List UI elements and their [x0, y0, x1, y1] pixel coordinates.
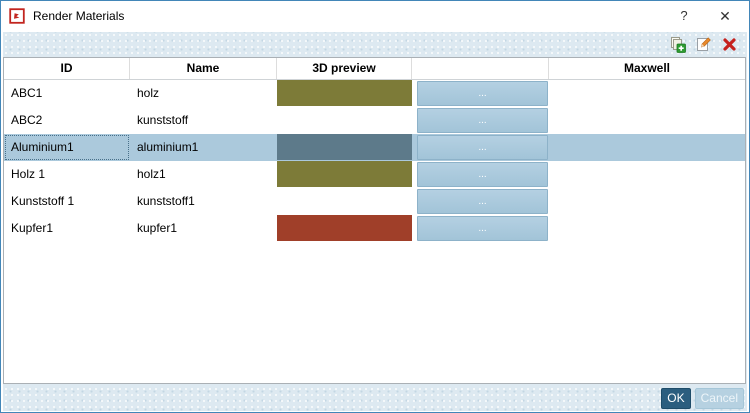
row-name-cell[interactable]: kunststoff1 — [137, 194, 195, 208]
row-name-cell[interactable]: holz — [137, 86, 160, 100]
ok-button[interactable]: OK — [661, 387, 691, 409]
row-maxwell-cell — [549, 188, 745, 215]
row-name-cell[interactable]: kunststoff — [137, 113, 189, 127]
table-row[interactable]: Kunststoff 1 kunststoff1 ... — [4, 188, 745, 215]
row-preview-cell — [277, 188, 412, 215]
toolbar — [3, 32, 747, 57]
table-row[interactable]: Holz 1 holz1 ... — [4, 161, 745, 188]
material-color-swatch — [277, 80, 412, 106]
row-id-cell[interactable]: Kupfer1 — [11, 221, 54, 235]
close-button[interactable]: ✕ — [719, 8, 731, 24]
row-maxwell-cell — [549, 80, 745, 107]
row-browse-cell: ... — [412, 188, 549, 215]
footer-bar: OK Cancel — [3, 385, 747, 411]
row-maxwell-cell — [549, 134, 745, 161]
table-body: ABC1 holz ... ABC2 kunststoff ... Alumin… — [4, 80, 745, 242]
material-browse-button[interactable]: ... — [417, 189, 548, 214]
row-id-cell[interactable]: ABC1 — [11, 86, 43, 100]
column-header-blank[interactable] — [412, 58, 549, 79]
app-icon — [9, 8, 25, 24]
row-id-cell[interactable]: ABC2 — [11, 113, 43, 127]
row-id-cell[interactable]: Kunststoff 1 — [11, 194, 75, 208]
row-maxwell-cell — [549, 215, 745, 242]
edit-material-icon — [697, 37, 711, 51]
table-row[interactable]: Aluminium1 aluminium1 ... — [4, 134, 745, 161]
cancel-button[interactable]: Cancel — [694, 387, 744, 409]
edit-material-button[interactable] — [695, 36, 712, 53]
row-browse-cell: ... — [412, 215, 549, 242]
row-preview-cell — [277, 107, 412, 134]
titlebar[interactable]: Render Materials ? ✕ — [1, 1, 749, 31]
row-browse-cell: ... — [412, 107, 549, 134]
row-preview-cell — [277, 80, 412, 107]
row-browse-cell: ... — [412, 80, 549, 107]
window-title: Render Materials — [33, 9, 125, 23]
column-header-preview[interactable]: 3D preview — [277, 58, 412, 79]
column-header-id[interactable]: ID — [4, 58, 130, 79]
add-material-button[interactable] — [669, 36, 686, 53]
row-preview-cell — [277, 215, 412, 242]
row-maxwell-cell — [549, 107, 745, 134]
row-name-cell[interactable]: kupfer1 — [137, 221, 178, 235]
row-browse-cell: ... — [412, 161, 549, 188]
row-id-cell[interactable]: Aluminium1 — [4, 134, 130, 161]
material-browse-button[interactable]: ... — [417, 108, 548, 133]
material-color-swatch — [277, 134, 412, 160]
column-header-name[interactable]: Name — [130, 58, 277, 79]
material-browse-button[interactable]: ... — [417, 216, 548, 241]
row-maxwell-cell — [549, 161, 745, 188]
material-browse-button[interactable]: ... — [417, 162, 548, 187]
add-material-icon — [671, 37, 686, 53]
table-header: ID Name 3D preview Maxwell — [4, 58, 745, 80]
delete-material-icon — [723, 38, 736, 51]
row-preview-cell — [277, 134, 412, 161]
delete-material-button[interactable] — [721, 36, 738, 53]
table-row[interactable]: Kupfer1 kupfer1 ... — [4, 215, 745, 242]
column-header-maxwell[interactable]: Maxwell — [623, 61, 671, 75]
material-color-swatch — [277, 215, 412, 241]
material-color-swatch — [277, 161, 412, 187]
material-browse-button[interactable]: ... — [417, 81, 548, 106]
row-name-cell[interactable]: holz1 — [137, 167, 166, 181]
materials-table: ID Name 3D preview Maxwell ABC1 holz ...… — [3, 57, 746, 384]
table-row[interactable]: ABC1 holz ... — [4, 80, 745, 107]
material-browse-button[interactable]: ... — [417, 135, 548, 160]
row-preview-cell — [277, 161, 412, 188]
dialog-client-area: ID Name 3D preview Maxwell ABC1 holz ...… — [3, 32, 747, 411]
table-row[interactable]: ABC2 kunststoff ... — [4, 107, 745, 134]
row-name-cell[interactable]: aluminium1 — [137, 140, 199, 154]
help-button[interactable]: ? — [680, 8, 688, 23]
row-browse-cell: ... — [412, 134, 549, 161]
row-id-cell[interactable]: Holz 1 — [11, 167, 46, 181]
